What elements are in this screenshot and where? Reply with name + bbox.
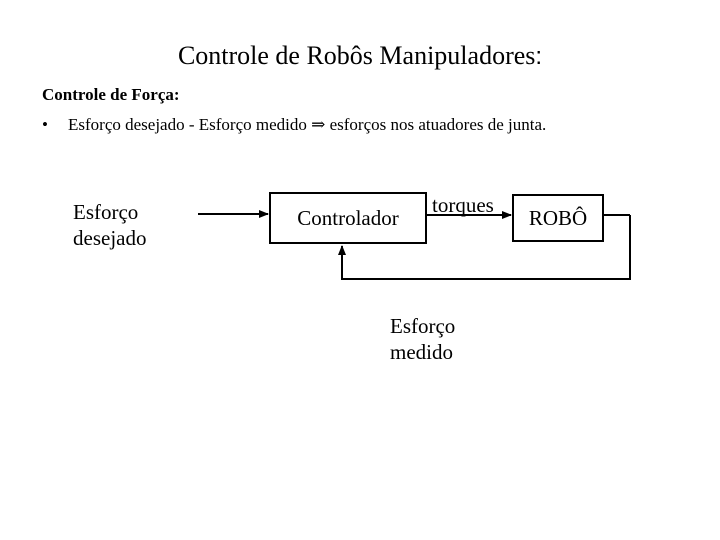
desired-effort-line1: Esforço xyxy=(73,200,139,224)
bullet-text: Esforço desejado - Esforço medido ⇒ esfo… xyxy=(68,115,547,134)
section-heading: Controle de Força: xyxy=(42,85,180,104)
bullet-item: • Esforço desejado - Esforço medido ⇒ esf… xyxy=(42,114,546,136)
desired-effort-line2: desejado xyxy=(73,226,147,250)
feedback-path xyxy=(338,215,631,280)
slide-title-colon: : xyxy=(535,43,543,70)
desired-effort-label: Esforço desejado xyxy=(73,199,146,251)
robot-label: ROBÔ xyxy=(528,205,588,230)
controller-block: Controlador xyxy=(269,192,427,244)
measured-effort-label: Esforço medido xyxy=(390,313,455,365)
robot-block: ROBÔ xyxy=(512,194,604,242)
bullet-marker: • xyxy=(42,115,48,134)
controller-label: Controlador xyxy=(297,205,399,230)
slide-title: Controle de Robôs Manipuladores: xyxy=(0,40,720,73)
slide-title-text: Controle de Robôs Manipuladores xyxy=(177,41,536,70)
torques-label: torques xyxy=(432,193,494,217)
measured-effort-line2: medido xyxy=(390,340,453,364)
measured-effort-line1: Esforço xyxy=(390,314,456,338)
